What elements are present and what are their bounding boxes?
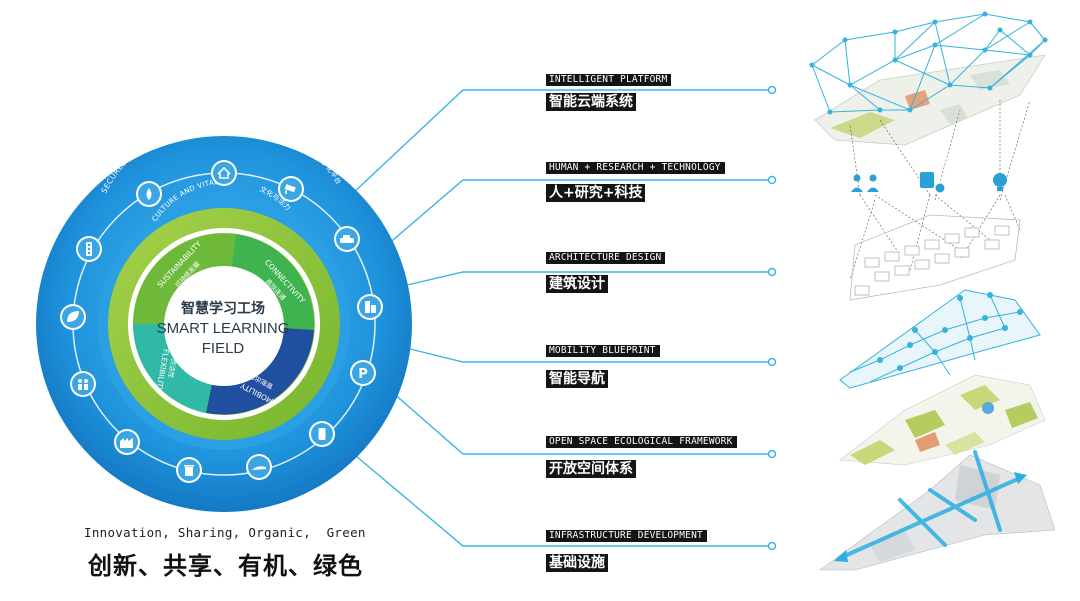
- water-drop-icon: [136, 181, 162, 207]
- connector-6: [355, 455, 769, 547]
- connector-endpoints: [767, 85, 777, 551]
- layer-label-6: INFRASTRUCTURE DEVELOPMENT: [546, 530, 707, 542]
- endpoint-5: [767, 449, 777, 459]
- slogan-en: Innovation, Sharing, Organic, Green: [84, 525, 366, 540]
- center-title-en-line2: FIELD: [201, 340, 245, 357]
- endpoint-6: [767, 541, 777, 551]
- slogan-cn: 创新、共享、有机、绿色: [88, 552, 363, 580]
- illustration-mobility-blueprint: [839, 289, 1041, 389]
- connector-lines: [351, 89, 769, 547]
- home-icon: [211, 160, 237, 186]
- trash-icon: [176, 457, 202, 483]
- ring-diagram: SECURED AND RELIABLE DIGITAL PLATFORM 安全…: [36, 113, 412, 512]
- parking-icon: P: [350, 360, 376, 386]
- connector-5: [391, 391, 769, 455]
- layer-label-1: INTELLIGENT PLATFORM: [546, 74, 672, 86]
- segment-label-flexibility-cn: 灵活性: [166, 358, 178, 379]
- car-icon: [334, 226, 360, 252]
- leaf-icon: [60, 304, 86, 330]
- connector-4: [397, 345, 769, 363]
- illustration-human-research-technology: [849, 99, 1031, 301]
- people-icon: [70, 371, 96, 397]
- illustration-infrastructure: [819, 450, 1056, 571]
- layer-label-4: MOBILITY BLUEPRINT: [546, 345, 660, 357]
- factory-icon: [114, 429, 140, 455]
- svg-text:P: P: [358, 367, 368, 382]
- endpoint-1: [767, 85, 777, 95]
- layer-illustrations: [809, 11, 1056, 571]
- illustration-open-space: [839, 374, 1046, 466]
- endpoint-4: [767, 357, 777, 367]
- phone-icon: [309, 421, 335, 447]
- layer-title-4: 智能导航: [546, 370, 608, 388]
- ring-icons: P: [60, 160, 383, 483]
- building-icon: [357, 294, 383, 320]
- shoe-icon: [246, 454, 272, 480]
- illustration-intelligent-platform: [809, 11, 1048, 146]
- cctv-camera-icon: [278, 176, 304, 202]
- layer-title-6: 基础设施: [546, 554, 608, 572]
- layer-label-5: OPEN SPACE ECOLOGICAL FRAMEWORK: [546, 436, 737, 448]
- center-title-cn: 智慧学习工场: [181, 301, 265, 317]
- center-title-en-line1: SMART LEARNING: [156, 320, 290, 337]
- layer-label-3: ARCHITECTURE DESIGN: [546, 252, 666, 264]
- layer-title-2: 人+研究+科技: [546, 184, 646, 202]
- traffic-light-icon: [76, 236, 102, 262]
- layer-title-1: 智能云端系统: [546, 93, 636, 111]
- connector-3: [402, 271, 769, 287]
- layer-title-3: 建筑设计: [546, 275, 608, 293]
- layer-title-5: 开放空间体系: [546, 460, 636, 478]
- endpoint-3: [767, 267, 777, 277]
- layer-label-2: HUMAN + RESEARCH + TECHNOLOGY: [546, 162, 725, 174]
- endpoint-2: [767, 175, 777, 185]
- center-disc: [164, 266, 284, 386]
- connector-1: [351, 89, 769, 195]
- connector-2: [385, 179, 769, 247]
